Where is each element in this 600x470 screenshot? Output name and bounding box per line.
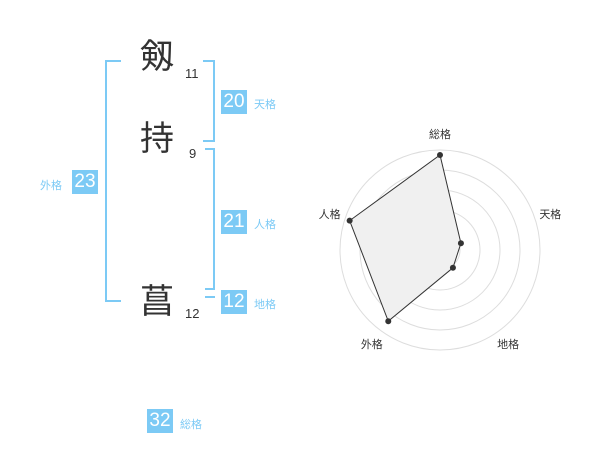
jinkaku-label: 人格 — [254, 218, 276, 231]
gaikaku-score: 23 — [72, 170, 98, 194]
radar-point-2 — [457, 240, 464, 247]
radar-ring — [339, 149, 541, 351]
name-char-2: 持 — [140, 119, 174, 159]
tenkaku-score: 20 — [221, 90, 247, 114]
tenkaku-bracket — [203, 60, 215, 142]
gaikaku-bracket — [105, 60, 121, 302]
stroke-count-1: 11 — [185, 66, 199, 81]
tenkaku-label: 天格 — [254, 98, 276, 111]
jinkaku-bracket — [205, 148, 215, 290]
chikaku-score: 12 — [221, 290, 247, 314]
radar-axis-label: 外格 — [361, 337, 383, 351]
stroke-count-2: 9 — [189, 146, 197, 161]
radar-axis-label: 総格 — [429, 127, 451, 141]
jinkaku-score: 21 — [221, 210, 247, 234]
radar-point-1 — [437, 152, 443, 158]
name-char-3: 菖 — [140, 282, 174, 322]
gaikaku-label: 外格 — [40, 179, 62, 192]
radar-axis-label: 地格 — [497, 337, 519, 351]
radar-point-3 — [449, 264, 456, 271]
radar-points — [346, 152, 464, 325]
stroke-count-3: 12 — [185, 306, 200, 321]
radar-point-5 — [346, 217, 353, 224]
chikaku-bracket — [205, 296, 215, 298]
radar-area — [349, 154, 462, 323]
soukaku-score: 32 — [147, 409, 173, 433]
radar-axis-label: 天格 — [539, 207, 561, 221]
soukaku-label: 総格 — [180, 418, 202, 431]
name-char-1: 剱 — [140, 37, 174, 77]
chikaku-label: 地格 — [254, 298, 276, 311]
radar-axis-label: 人格 — [319, 207, 341, 221]
radar-point-4 — [385, 318, 392, 325]
